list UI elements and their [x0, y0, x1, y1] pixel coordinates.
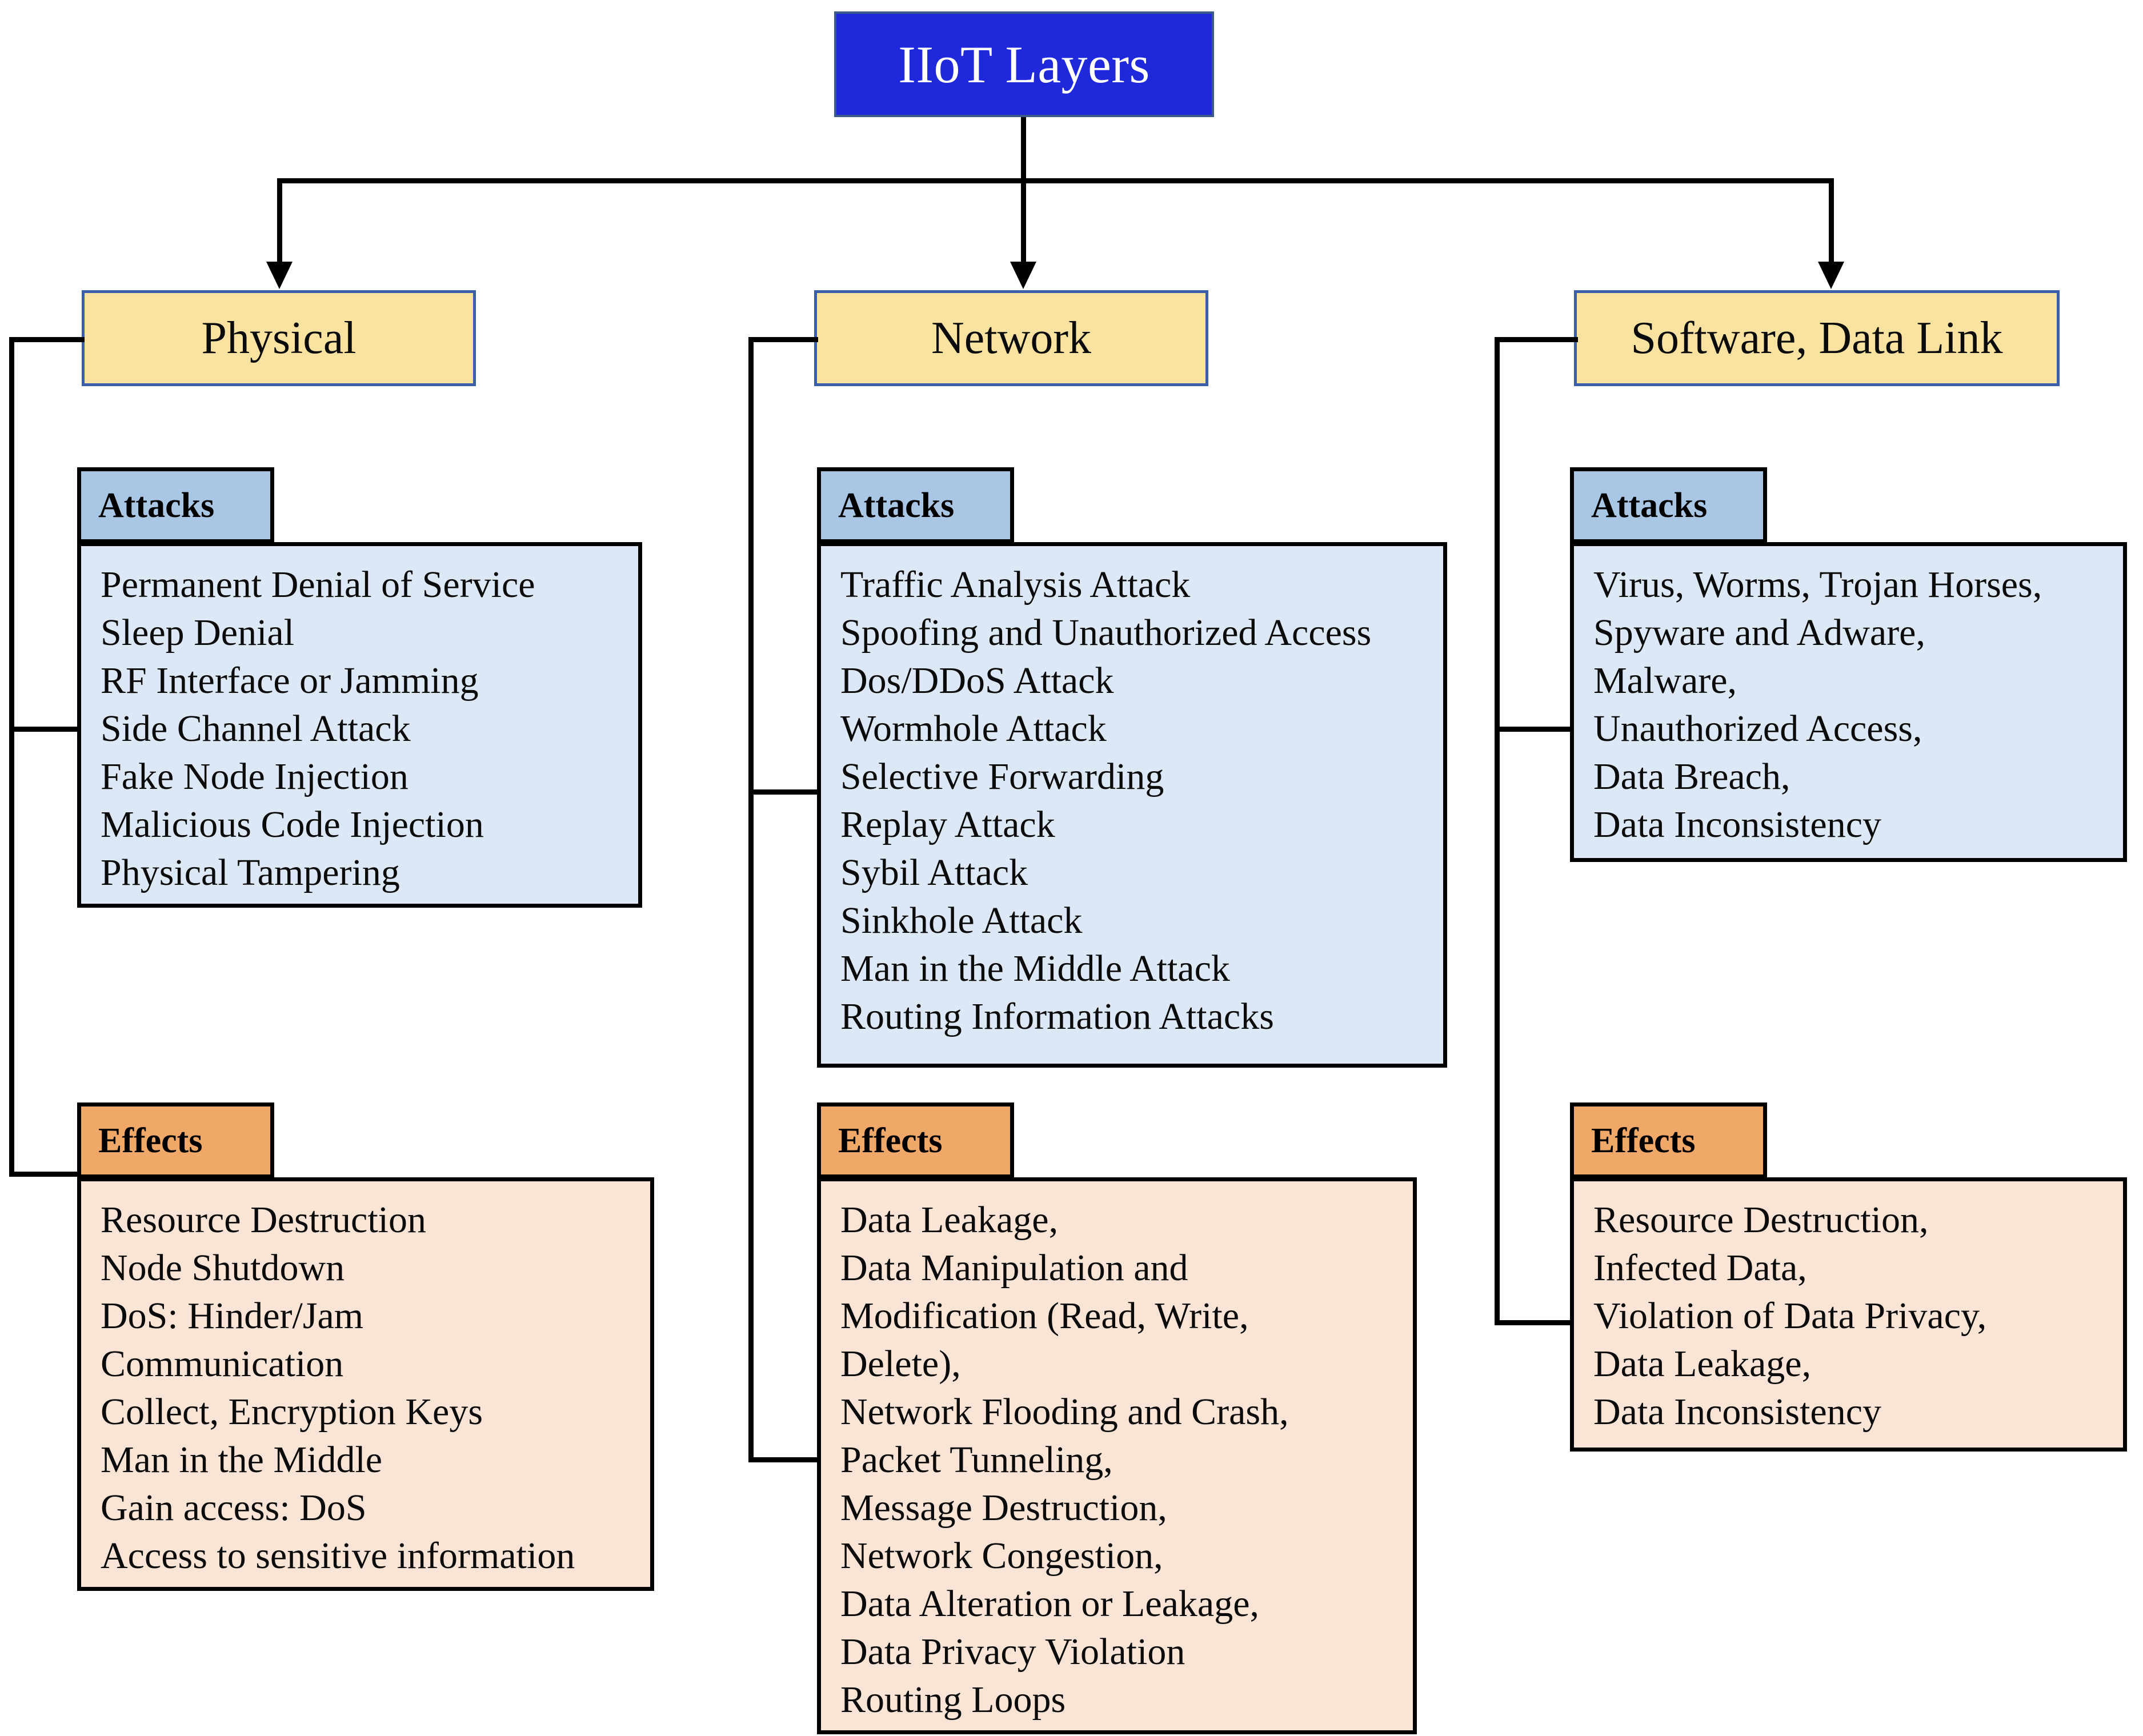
list-item: Modification (Read, Write, [840, 1295, 1249, 1337]
list-item: Malware, [1593, 660, 1737, 701]
section-tab-software-attacks: Attacks [1570, 467, 1767, 543]
section-tab-network-attacks: Attacks [817, 467, 1014, 543]
section-tab-label: Effects [1591, 1121, 1696, 1160]
list-item: Sinkhole Attack [840, 900, 1083, 941]
section-body-physical-effects: Resource Destruction Node Shutdown DoS: … [77, 1177, 654, 1591]
list-item: Virus, Worms, Trojan Horses, [1593, 564, 2042, 606]
list-item: Data Manipulation and [840, 1247, 1188, 1289]
drop-connector-physical [277, 178, 282, 264]
arrowhead-down-network [1010, 262, 1036, 289]
section-body-software-effects: Resource Destruction, Infected Data, Vio… [1570, 1177, 2127, 1452]
list-item: Spyware and Adware, [1593, 612, 1925, 653]
section-tab-software-effects: Effects [1570, 1102, 1767, 1178]
list-item: Fake Node Injection [101, 756, 408, 797]
section-tab-physical-effects: Effects [77, 1102, 274, 1178]
layer-box-physical: Physical [82, 290, 476, 386]
connector-physical-to-effects [9, 1172, 95, 1177]
list-item: Physical Tampering [101, 852, 400, 893]
list-item: Delete), [840, 1343, 961, 1385]
list-item: Replay Attack [840, 804, 1055, 845]
drop-connector-software [1829, 178, 1834, 264]
layer-box-network: Network [814, 290, 1208, 386]
section-tab-label: Attacks [838, 486, 955, 525]
connector-software-to-attacks [1495, 727, 1575, 732]
list-item: Permanent Denial of Service [101, 564, 535, 606]
arrowhead-down-software [1818, 262, 1844, 289]
layer-label-network: Network [931, 313, 1091, 363]
list-item: Routing Loops [840, 1679, 1066, 1721]
list-item: Unauthorized Access, [1593, 708, 1922, 749]
section-body-physical-attacks: Permanent Denial of Service Sleep Denial… [77, 542, 642, 908]
list-item: Side Channel Attack [101, 708, 411, 749]
list-item: Violation of Data Privacy, [1593, 1295, 1987, 1337]
section-tab-physical-attacks: Attacks [77, 467, 274, 543]
list-item: Selective Forwarding [840, 756, 1164, 797]
root-node-label: IIoT Layers [898, 35, 1150, 94]
root-node-iiot-layers: IIoT Layers [834, 11, 1214, 117]
list-item: Routing Information Attacks [840, 996, 1274, 1037]
list-item: Communication [101, 1343, 344, 1385]
list-item: Wormhole Attack [840, 708, 1107, 749]
connector-physical-to-attacks [9, 727, 95, 732]
list-item: Message Destruction, [840, 1487, 1167, 1529]
connector-physical-spine [9, 337, 14, 1177]
layer-box-software-data-link: Software, Data Link [1574, 290, 2060, 386]
list-item: Man in the Middle [101, 1439, 383, 1481]
connector-software-to-effects [1495, 1320, 1575, 1325]
arrowhead-down-physical [266, 262, 293, 289]
list-item: Network Flooding and Crash, [840, 1391, 1289, 1433]
list-item: Resource Destruction, [1593, 1199, 1929, 1241]
list-item: Traffic Analysis Attack [840, 564, 1191, 606]
list-item: Spoofing and Unauthorized Access [840, 612, 1372, 653]
list-item: Data Inconsistency [1593, 804, 1881, 845]
drop-connector-network [1021, 178, 1026, 264]
section-body-network-effects: Data Leakage, Data Manipulation and Modi… [817, 1177, 1417, 1734]
list-item: Network Congestion, [840, 1535, 1163, 1577]
list-item: Resource Destruction [101, 1199, 426, 1241]
connector-software-spine [1495, 337, 1500, 1325]
list-item: Access to sensitive information [101, 1535, 575, 1577]
list-item: Sybil Attack [840, 852, 1028, 893]
list-item: RF Interface or Jamming [101, 660, 479, 701]
section-body-network-attacks: Traffic Analysis Attack Spoofing and Una… [817, 542, 1447, 1068]
connector-network-to-attacks [748, 789, 828, 795]
connector-network-to-effects [748, 1457, 828, 1462]
list-item: Data Alteration or Leakage, [840, 1583, 1259, 1625]
list-item: Data Leakage, [1593, 1343, 1812, 1385]
list-item: Infected Data, [1593, 1247, 1807, 1289]
list-item: Collect, Encryption Keys [101, 1391, 483, 1433]
list-item: Sleep Denial [101, 612, 295, 653]
list-item: Data Breach, [1593, 756, 1790, 797]
list-item: Man in the Middle Attack [840, 948, 1230, 989]
section-tab-network-effects: Effects [817, 1102, 1014, 1178]
connector-network-spine [748, 337, 754, 1462]
list-item: Node Shutdown [101, 1247, 345, 1289]
layer-label-software-data-link: Software, Data Link [1631, 313, 2003, 363]
list-item: DoS: Hinder/Jam [101, 1295, 364, 1337]
layer-label-physical: Physical [201, 313, 357, 363]
trunk-vertical-connector [1021, 117, 1026, 181]
list-item: Gain access: DoS [101, 1487, 367, 1529]
connector-physical-stub [9, 337, 85, 342]
list-item: Data Leakage, [840, 1199, 1059, 1241]
section-tab-label: Attacks [98, 486, 215, 525]
section-tab-label: Effects [98, 1121, 203, 1160]
section-body-software-attacks: Virus, Worms, Trojan Horses, Spyware and… [1570, 542, 2127, 862]
list-item: Data Privacy Violation [840, 1631, 1185, 1673]
connector-network-stub [748, 337, 818, 342]
section-tab-label: Effects [838, 1121, 943, 1160]
list-item: Packet Tunneling, [840, 1439, 1113, 1481]
connector-software-stub [1495, 337, 1578, 342]
section-tab-label: Attacks [1591, 486, 1708, 525]
list-item: Dos/DDoS Attack [840, 660, 1114, 701]
list-item: Malicious Code Injection [101, 804, 484, 845]
trunk-horizontal-bus [277, 178, 1834, 183]
list-item: Data Inconsistency [1593, 1391, 1881, 1433]
